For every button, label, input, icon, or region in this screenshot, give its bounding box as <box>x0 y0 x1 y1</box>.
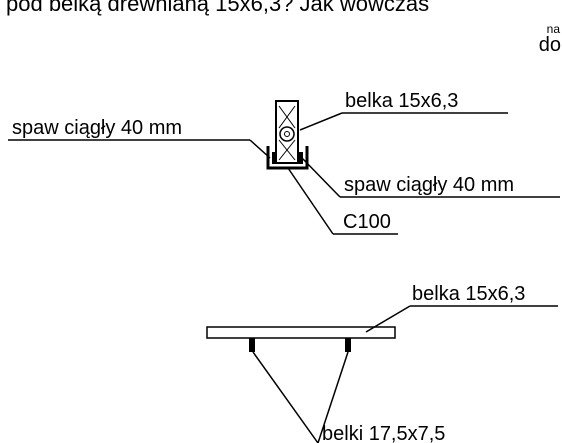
bolt-center <box>284 131 290 137</box>
leader-spaw-right: spaw ciągły 40 mm <box>301 157 560 198</box>
label-belka-top: belka 15x6,3 <box>345 90 458 112</box>
leader-c100: C100 <box>287 167 398 235</box>
side-text-fragment-2: do <box>538 34 561 56</box>
label-spaw-left: spaw ciągły 40 mm <box>12 117 182 139</box>
weld-mark-left <box>272 152 277 164</box>
label-c100: C100 <box>343 211 391 233</box>
leader-belka-bottom: belka 15x6,3 <box>365 283 558 333</box>
beam-elevation <box>206 326 396 339</box>
beam-hatch <box>278 105 296 129</box>
bolt-circle <box>279 126 295 142</box>
support-left <box>249 338 255 352</box>
support-right <box>345 338 351 352</box>
elevation-detail <box>206 326 396 352</box>
label-belki: belki 17,5x7,5 <box>322 423 445 443</box>
section-detail <box>266 100 309 170</box>
side-text-fragment-1: na <box>546 22 560 36</box>
beam-hatch <box>278 139 296 161</box>
beam-section <box>275 100 299 164</box>
weld-mark-right <box>298 152 303 164</box>
label-belka-bottom: belka 15x6,3 <box>412 283 525 305</box>
leader-belki: belki 17,5x7,5 <box>252 351 445 443</box>
label-spaw-right: spaw ciągły 40 mm <box>344 174 514 196</box>
leader-belka-top: belka 15x6,3 <box>299 90 508 131</box>
page-text-cut: pod belką drewnianą 15x6,3? Jak wówczas <box>6 0 430 16</box>
leader-spaw-left: spaw ciągły 40 mm <box>8 117 271 159</box>
